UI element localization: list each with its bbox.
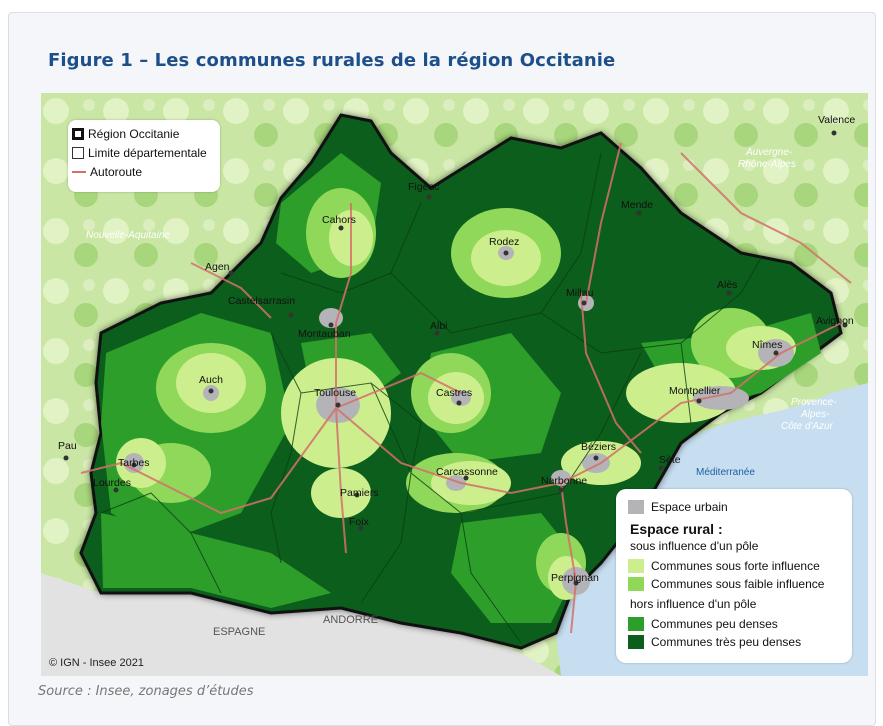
map-legend-boundaries: Région Occitanie Limite départementale A… <box>68 120 220 192</box>
legend-urban: Espace urbain <box>628 499 728 515</box>
departmental-boundaries <box>100 152 762 644</box>
city-label: Foix <box>349 516 370 528</box>
city-markers <box>63 130 848 586</box>
city-label: Castres <box>436 387 472 399</box>
region-label-auvergne-2: Rhône-Alpes <box>738 159 796 170</box>
city-label: Agen <box>205 261 230 273</box>
legend-weak-influence: Communes sous faible influence <box>628 576 824 592</box>
country-label-andorra: ANDORRE <box>323 614 378 626</box>
region-label-provence-3: Côte d'Azur <box>781 421 834 432</box>
very-sparse-swatch <box>628 635 644 649</box>
city-label: Albi <box>430 320 448 332</box>
weak-swatch <box>628 577 644 591</box>
motorways <box>80 142 852 634</box>
city-label: Mende <box>621 199 653 211</box>
dense-swatch <box>628 617 644 631</box>
city-label: Nîmes <box>752 339 782 351</box>
urban-swatch <box>628 500 644 514</box>
city-label: Sète <box>659 454 681 466</box>
country-label-spain: ESPAGNE <box>213 626 265 638</box>
autoroute-swatch <box>72 171 86 173</box>
region-label-provence-1: Provence- <box>791 397 837 408</box>
sea-label: Méditerranée <box>696 467 755 478</box>
legend-item-region: Région Occitanie <box>72 126 179 142</box>
city-label: Rodez <box>489 236 519 248</box>
city-label: Millau <box>566 287 594 299</box>
map: Nouvelle-Aquitaine Auvergne- Rhône-Alpes… <box>41 93 868 676</box>
city-label: Pamiers <box>340 487 379 499</box>
city-label: Perpignan <box>551 572 599 584</box>
city-label: Tarbes <box>118 457 150 469</box>
departement-swatch <box>72 147 84 159</box>
city-label: Figeac <box>408 181 440 193</box>
map-legend-zones: Espace urbain Espace rural : sous influe… <box>616 489 852 663</box>
legend-item-autoroute: Autoroute <box>72 164 142 180</box>
figure-title: Figure 1 – Les communes rurales de la ré… <box>48 50 616 71</box>
city-label: Pau <box>58 440 77 452</box>
legend-strong-influence: Communes sous forte influence <box>628 558 820 574</box>
region-label-auvergne-1: Auvergne- <box>745 147 793 158</box>
city-label: Carcassonne <box>436 466 498 478</box>
city-label: Valence <box>818 114 855 126</box>
city-label: Avignon <box>816 315 854 327</box>
map-credit: © IGN - Insee 2021 <box>49 657 144 669</box>
legend-item-departement: Limite départementale <box>72 145 207 161</box>
strong-swatch <box>628 559 644 573</box>
city-label: Toulouse <box>314 387 356 399</box>
city-label: Montauban <box>298 328 351 340</box>
figure-source: Source : Insee, zonages d’études <box>38 684 254 699</box>
region-label-nouvelle-aquitaine: Nouvelle-Aquitaine <box>86 230 170 241</box>
city-label: Alès <box>717 279 737 291</box>
legend-influence-subheading: sous influence d'un pôle <box>630 539 759 553</box>
region-label-provence-2: Alpes- <box>800 409 830 420</box>
city-label: Lourdes <box>93 477 131 489</box>
city-label: Béziers <box>581 441 616 453</box>
city-label: Cahors <box>322 214 356 226</box>
legend-rural-heading: Espace rural : <box>630 521 723 537</box>
city-label: Castelsarrasin <box>228 295 295 307</box>
city-label: Auch <box>199 374 223 386</box>
legend-very-sparse: Communes très peu denses <box>628 634 801 650</box>
region-swatch <box>72 128 84 140</box>
city-label: Narbonne <box>541 475 587 487</box>
legend-out-subheading: hors influence d'un pôle <box>630 597 757 611</box>
spain-area <box>41 573 561 676</box>
legend-dense: Communes peu denses <box>628 616 778 632</box>
city-label: Montpellier <box>669 385 721 397</box>
